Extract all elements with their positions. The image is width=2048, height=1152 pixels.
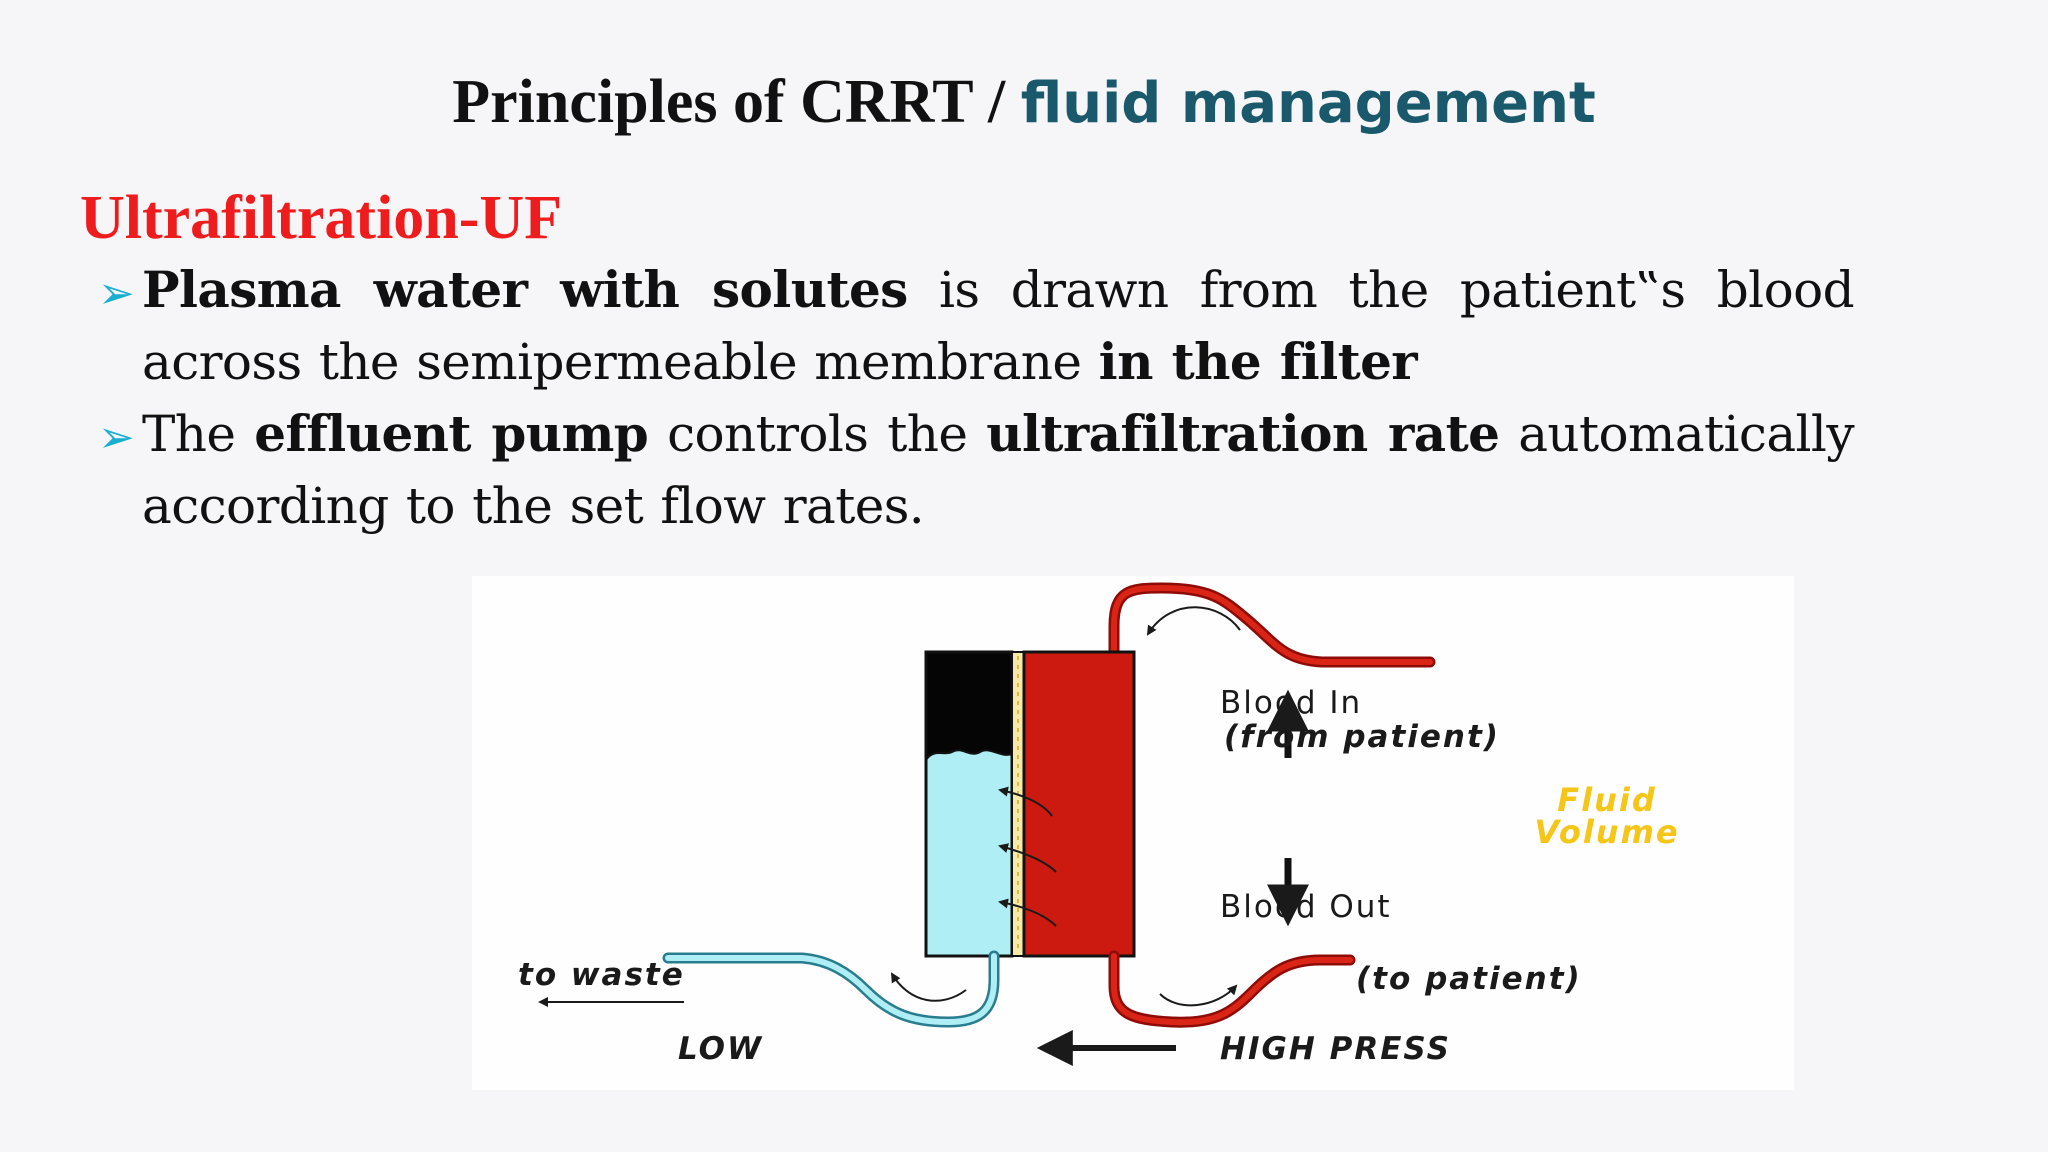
filter-cartridge (924, 650, 1136, 958)
bullet-item-plasma-water: ➢ Plasma water with solutes is drawn fro… (98, 254, 1855, 398)
label-blood-out: Blood Out (1220, 889, 1392, 925)
filtrate-fluid (925, 749, 1013, 957)
blood-in-tube (1108, 582, 1436, 668)
arrow-bullet-icon: ➢ (98, 412, 135, 463)
title-main: Principles of CRRT (452, 68, 973, 136)
label-from-patient: (from patient) (1224, 719, 1500, 755)
bullet-item-effluent-pump: ➢ The effluent pump controls the ultrafi… (98, 398, 1855, 542)
label-blood-in: Blood In (1220, 685, 1363, 721)
waste-tube (662, 950, 1000, 1028)
title-accent: fluid management (1020, 71, 1596, 136)
section-heading: Ultrafiltration-UF (80, 184, 563, 252)
blood-chamber (1022, 650, 1136, 958)
ultrafiltration-flow-arrows (998, 786, 1057, 927)
bullet-1-bold-lead: Plasma water with solutes (142, 260, 908, 319)
bullet-1-text: is drawn from the patient‟s blood across… (142, 261, 1855, 391)
bullet-2-bold-2: ultrafiltration rate (986, 404, 1500, 463)
flow-arrow-in (1146, 606, 1241, 636)
bullet-list: ➢ Plasma water with solutes is drawn fro… (98, 254, 1855, 542)
flow-arrow-waste (890, 972, 967, 1002)
bullet-2-bold-1: effluent pump (254, 404, 649, 463)
bullet-2-text-3: automatically according to the set flow … (142, 405, 1855, 535)
flow-arrow-out (1159, 984, 1238, 1007)
blood-out-tube (1108, 950, 1356, 1028)
bullet-2-text-1: The (142, 405, 255, 463)
bullet-2-text-2: controls the (648, 405, 987, 463)
diagram-graphic (538, 582, 1436, 1066)
label-fluid: Fluid (1557, 781, 1657, 819)
label-to-waste: to waste (518, 957, 685, 993)
label-high-press: HIGH PRESS (1220, 1031, 1451, 1067)
slide-title: Principles of CRRT / fluid management (0, 62, 2048, 144)
label-fluid-volume: Fluid Volume (1500, 784, 1714, 848)
label-volume: Volume (1534, 813, 1680, 851)
arrow-bullet-icon: ➢ (98, 268, 135, 319)
filtrate-chamber-dark (926, 652, 1012, 760)
bullet-1-bold-tail: in the filter (1098, 332, 1418, 391)
label-low: LOW (678, 1031, 764, 1067)
title-separator: / (972, 68, 1021, 136)
label-to-patient: (to patient) (1356, 961, 1582, 997)
ultrafiltration-diagram: Blood In (from patient) Fluid Volume Blo… (472, 576, 1794, 1090)
